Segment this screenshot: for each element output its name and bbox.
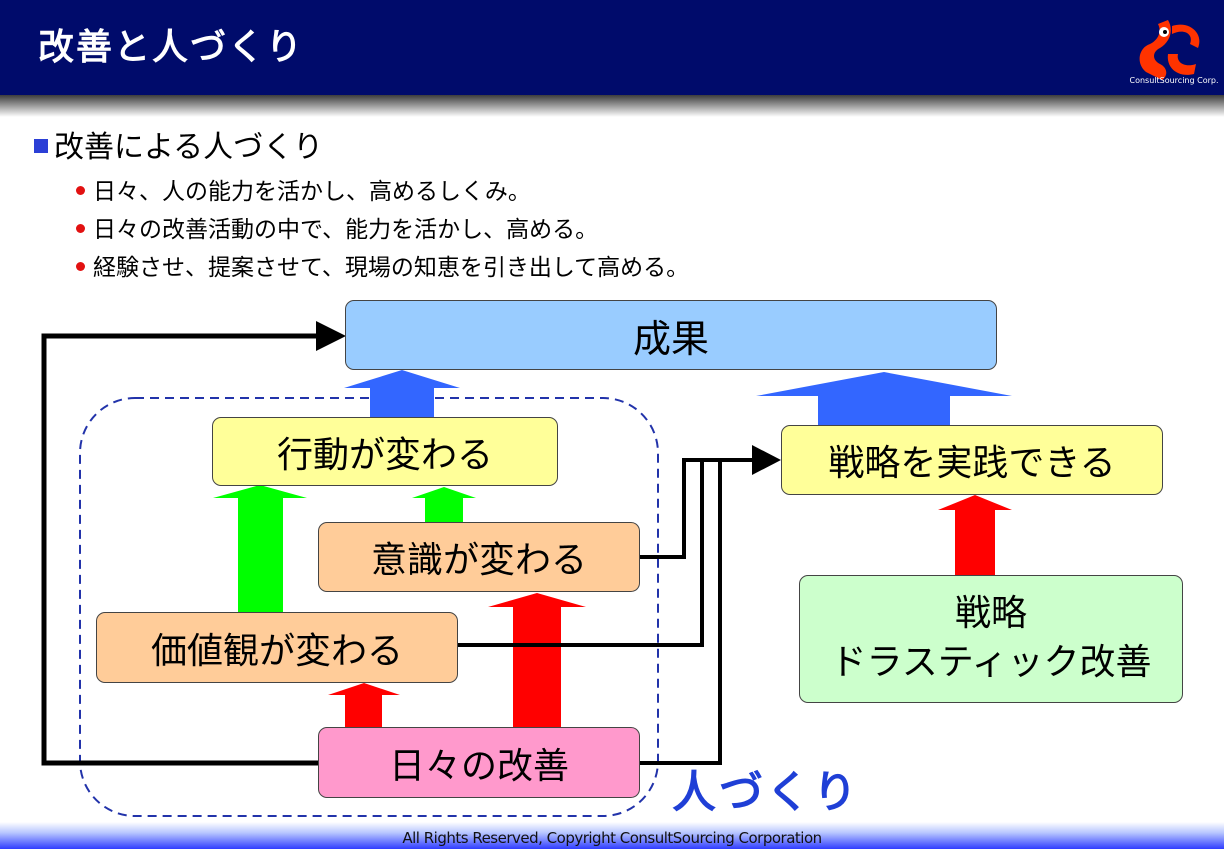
kachikan-connector-line — [457, 460, 704, 647]
blue-up-arrow-left — [344, 370, 460, 418]
red-dot-icon — [76, 186, 85, 195]
red-up-arrow-right — [938, 495, 1012, 575]
section-heading-text: 改善による人づくり — [54, 130, 324, 165]
page-title: 改善と人づくり — [38, 27, 305, 68]
red-up-arrow-small — [328, 683, 400, 727]
logo-text: ConsultSourcing Corp. — [1129, 76, 1219, 85]
arrowhead-to-strategy-icon — [752, 445, 781, 475]
bullet-text: 経験させ、提案させて、現場の知恵を引き出して高める。 — [93, 255, 690, 281]
company-logo-icon — [1139, 20, 1200, 80]
ishiki-box: 意識が変わる — [318, 522, 640, 592]
feedback-loop-line — [41, 333, 330, 766]
bullet-text: 日々の改善活動の中で、能力を活かし、高める。 — [93, 217, 599, 243]
kachikan-box: 価値観が変わる — [96, 612, 458, 683]
list-item: 日々の改善活動の中で、能力を活かし、高める。 — [76, 210, 598, 244]
bullet-text: 日々、人の能力を活かし、高めるしくみ。 — [93, 179, 531, 205]
blue-up-arrow-right — [756, 372, 1012, 425]
arrowhead-to-seika-icon — [316, 321, 346, 351]
drastic-kaizen-label: ドラスティック改善 — [830, 642, 1152, 683]
red-up-arrow-tall — [488, 593, 586, 727]
strategy-execution-box: 戦略を実践できる — [781, 425, 1163, 495]
section-heading: 改善による人づくり — [34, 122, 323, 166]
people-development-group-outline — [79, 397, 659, 817]
red-dot-icon — [76, 262, 85, 271]
seika-box: 成果 — [345, 300, 997, 370]
list-item: 日々、人の能力を活かし、高めるしくみ。 — [76, 172, 531, 206]
koudou-box: 行動が変わる — [212, 417, 558, 486]
header-shadow — [0, 95, 1224, 117]
hibi-kaizen-box: 日々の改善 — [318, 727, 640, 798]
list-item: 経験させ、提案させて、現場の知恵を引き出して高める。 — [76, 248, 689, 282]
footer-copyright: All Rights Reserved, Copyright ConsultSo… — [402, 829, 822, 847]
strategy-drastic-box: 戦略 ドラスティック改善 — [799, 575, 1183, 703]
ishiki-connector-line — [638, 458, 760, 559]
strategy-label: 戦略 — [954, 593, 1027, 635]
header-bar — [0, 0, 1224, 95]
group-label: 人づくり — [672, 767, 860, 818]
green-up-arrow-left — [213, 485, 307, 612]
square-bullet-icon — [34, 138, 48, 153]
red-dot-icon — [76, 224, 85, 233]
hibi-connector-line — [638, 460, 722, 765]
footer-bar — [0, 822, 1224, 849]
green-up-arrow-middle — [412, 487, 476, 522]
